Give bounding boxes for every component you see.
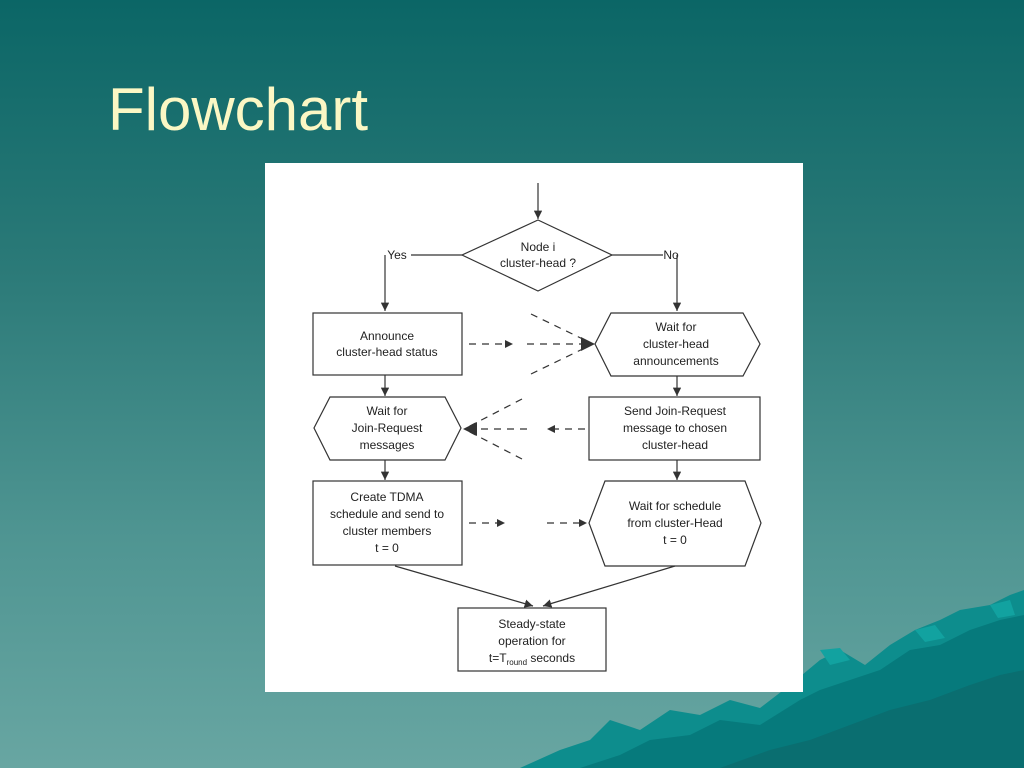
join-dash-arrowhead (547, 425, 555, 433)
announce-dash-arrowhead (505, 340, 513, 348)
wait-announcements-line-3: announcements (633, 354, 718, 368)
decision-line-1: Node i (521, 240, 556, 254)
steady-state-line-3-subscript: round (507, 658, 527, 667)
schedule-dash-left-arrowhead (497, 519, 505, 527)
announce-fan-arrowhead (581, 337, 595, 351)
announce-line-2: cluster-head status (336, 345, 437, 359)
wait-announcements-line-2: cluster-head (643, 337, 709, 351)
wait-announcements-line-1: Wait for (656, 320, 697, 334)
create-tdma-line-1: Create TDMA (350, 490, 423, 504)
send-join-line-2: message to chosen (623, 421, 727, 435)
wait-join-hexagon (313, 396, 462, 461)
wait-schedule-hexagon (588, 480, 762, 567)
yes-label: Yes (387, 248, 407, 262)
wait-join-line-2: Join-Request (352, 421, 423, 435)
announce-box (312, 312, 463, 376)
no-label: No (663, 248, 679, 262)
steady-state-line-2: operation for (498, 634, 565, 648)
create-tdma-line-2: schedule and send to (330, 507, 444, 521)
tdma-to-steady-arrow (394, 565, 534, 608)
create-tdma-line-4: t = 0 (375, 541, 399, 555)
slide-title: Flowchart (108, 76, 369, 143)
steady-state-line-3-suffix: seconds (527, 651, 575, 665)
wait-schedule-line-2: from cluster-Head (627, 516, 722, 530)
create-tdma-line-3: cluster members (343, 524, 432, 538)
wait-join-line-3: messages (360, 438, 415, 452)
steady-state-line-3: t=Tround seconds (489, 651, 575, 667)
announce-line-1: Announce (360, 329, 414, 343)
decision-diamond (460, 219, 614, 292)
join-fan-arrowhead (463, 422, 477, 436)
steady-state-box (457, 607, 607, 672)
send-join-box (588, 396, 761, 461)
send-join-line-3: cluster-head (642, 438, 708, 452)
create-tdma-box (312, 480, 463, 566)
send-join-line-1: Send Join-Request (624, 404, 727, 418)
schedule-dash-right-arrowhead (579, 519, 587, 527)
mountain-decoration (520, 590, 1024, 768)
flowchart-figure: Node i cluster-head ? Yes No Announce cl… (265, 163, 803, 692)
wait-schedule-line-1: Wait for schedule (629, 499, 722, 513)
decision-line-2: cluster-head ? (500, 256, 576, 270)
steady-state-line-1: Steady-state (498, 617, 566, 631)
wait-join-line-1: Wait for (367, 404, 408, 418)
steady-state-line-3-prefix: t=T (489, 651, 507, 665)
schedule-to-steady-arrow (542, 565, 676, 608)
wait-schedule-line-3: t = 0 (663, 533, 687, 547)
flowchart-diagram: Node i cluster-head ? Yes No Announce cl… (312, 183, 762, 672)
